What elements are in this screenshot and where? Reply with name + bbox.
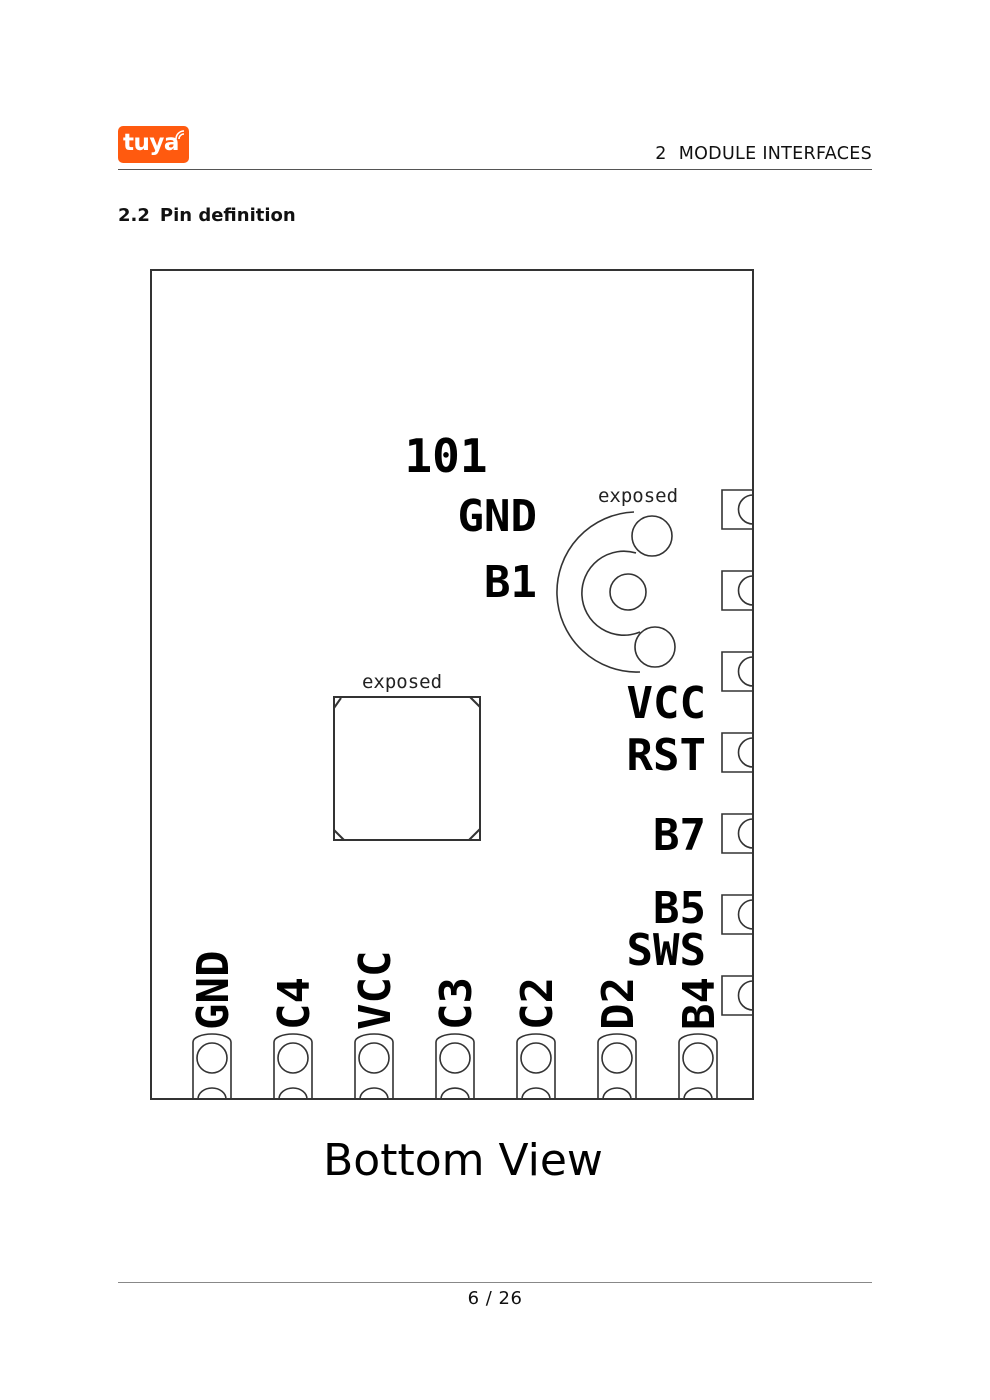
module-outline: [150, 269, 754, 1100]
label-right-b5: B5: [653, 883, 706, 934]
bottom-pad-5: [516, 1033, 556, 1100]
label-center-b1: B1: [484, 557, 537, 608]
label-bottom-d2: D2: [593, 977, 644, 1030]
wifi-wave-icon: [175, 130, 185, 140]
label-101: 101: [404, 429, 487, 483]
label-bottom-vcc: VCC: [350, 951, 401, 1030]
label-bottom-c3: C3: [431, 977, 482, 1030]
header-rule: [118, 169, 872, 170]
tuya-logo: tuya: [118, 126, 189, 163]
bottom-pad-1: [192, 1033, 232, 1100]
exposed-pad-square: [333, 696, 481, 841]
bottom-pad-7: [678, 1033, 718, 1100]
label-bottom-c2: C2: [512, 977, 563, 1030]
subsection-number: 2.2: [118, 205, 150, 226]
label-right-b7: B7: [653, 810, 706, 861]
right-pads: [721, 489, 754, 1016]
logo-text: tuya: [123, 130, 179, 156]
bottom-pad-2: [273, 1033, 313, 1100]
right-pad-1: [721, 489, 754, 530]
right-pad-7: [721, 975, 754, 1016]
label-bottom-b4: B4: [674, 977, 725, 1030]
right-pad-5: [721, 813, 754, 854]
label-exposed-right: exposed: [598, 485, 678, 507]
page-number: 6 / 26: [467, 1288, 523, 1309]
diagram-caption: Bottom View: [323, 1135, 603, 1186]
section-title: MODULE INTERFACES: [678, 144, 872, 164]
section-number: 2: [655, 144, 667, 164]
label-bottom-c4: C4: [269, 977, 320, 1030]
label-right-vcc: VCC: [627, 678, 706, 729]
right-pad-2: [721, 570, 754, 611]
label-bottom-gnd: GND: [188, 951, 239, 1030]
bottom-pad-3: [354, 1033, 394, 1100]
label-right-sws: SWS: [627, 925, 706, 976]
running-header: 2 MODULE INTERFACES: [655, 144, 872, 164]
label-exposed-left: exposed: [362, 671, 442, 693]
right-pad-3: [721, 651, 754, 692]
bottom-pad-4: [435, 1033, 475, 1100]
subsection-title: Pin definition: [159, 205, 296, 226]
label-right-rst: RST: [627, 730, 706, 781]
label-center-gnd: GND: [458, 491, 537, 542]
right-pad-4: [721, 732, 754, 773]
exposed-pad-horseshoe: [556, 511, 676, 673]
bottom-pads: [192, 1033, 718, 1100]
footer-rule: [118, 1282, 872, 1283]
bottom-pad-6: [597, 1033, 637, 1100]
right-pad-6: [721, 894, 754, 935]
subsection-heading: 2.2 Pin definition: [118, 205, 296, 226]
